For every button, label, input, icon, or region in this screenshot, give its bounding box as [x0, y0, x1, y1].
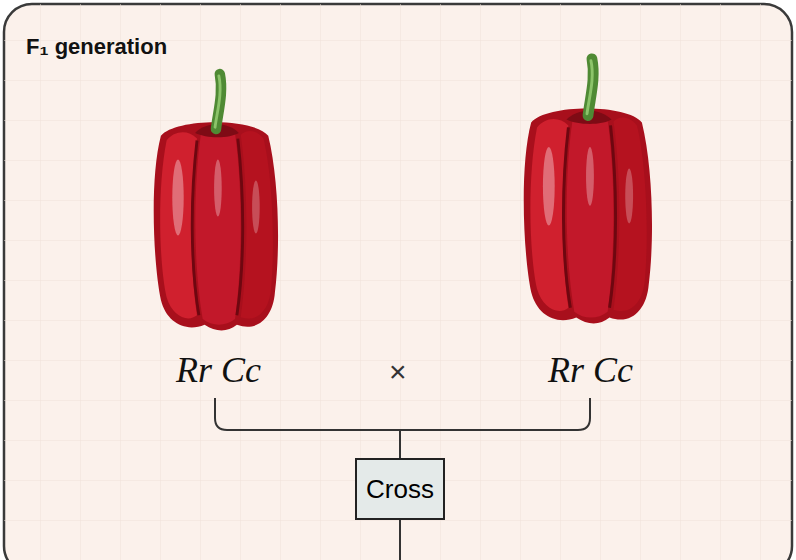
process-box: Cross — [355, 458, 445, 520]
box-label: Cross — [366, 474, 434, 505]
cross-symbol: × — [389, 355, 407, 389]
genotype-label: Rr Cc — [176, 349, 261, 391]
panel-heading: F₁ generation — [26, 34, 167, 60]
genotype-label: Rr Cc — [548, 349, 633, 391]
generation-panel: F₁ generationCross — [4, 4, 792, 560]
